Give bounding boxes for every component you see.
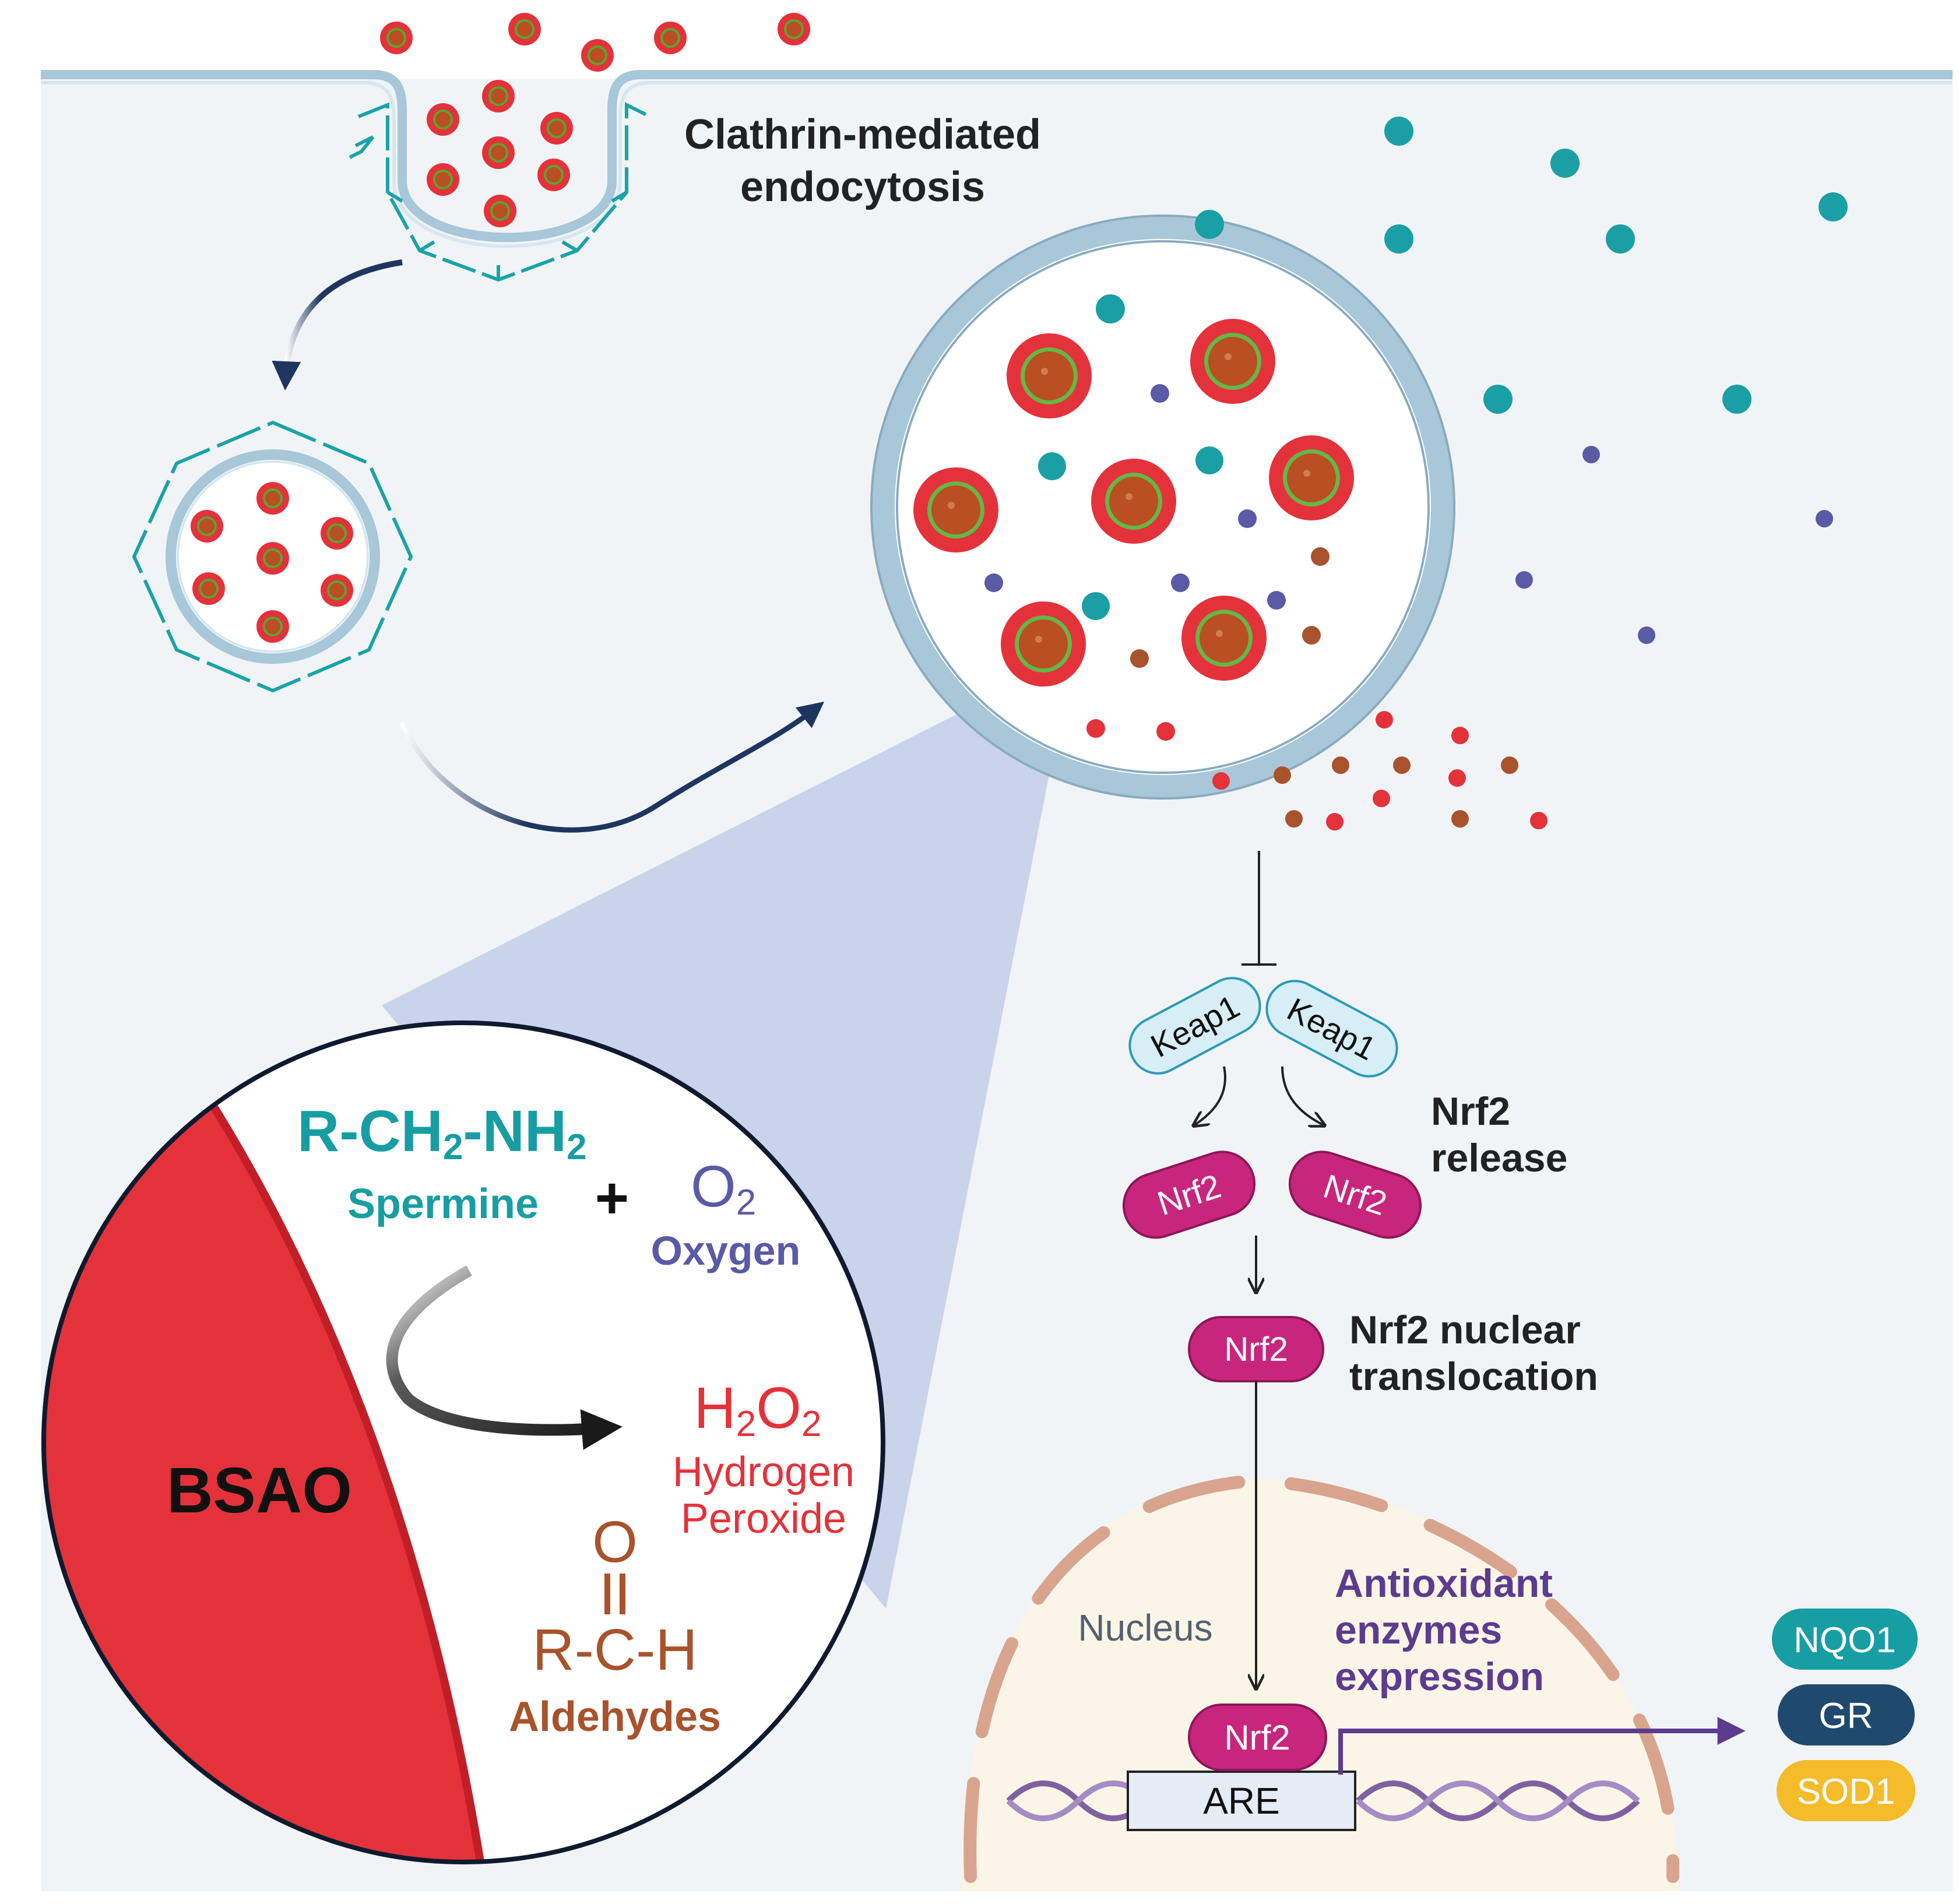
aldehyde-formula: R-C-H [532, 1617, 697, 1683]
label-endocytosis-line1: Clathrin-mediated [684, 111, 1041, 158]
enzyme-nqo1-label: NQO1 [1793, 1620, 1896, 1660]
released-products [1212, 711, 1547, 830]
amine-formula: R-CH2-NH2 [297, 1099, 587, 1167]
reaction-amine: R-CH2-NH2 Spermine [297, 1099, 587, 1227]
label-antiox-3: expression [1335, 1655, 1544, 1699]
nrf2-released-left: Nrf2 [1122, 1150, 1256, 1239]
nrf2-bound-label: Nrf2 [1224, 1718, 1290, 1757]
plus-sign: + [595, 1166, 629, 1231]
nrf2-bound: Nrf2 [1188, 1704, 1327, 1771]
aldehyde-oxygen: O [592, 1509, 638, 1575]
amine-name: Spermine [347, 1181, 539, 1227]
oxygen-name: Oxygen [651, 1228, 801, 1273]
label-bsao: BSAO [167, 1455, 352, 1526]
plasma-membrane-inner [41, 81, 1953, 248]
coated-vesicle [132, 420, 413, 693]
enzyme-sod1-label: SOD1 [1797, 1772, 1895, 1812]
endosome [870, 214, 1455, 800]
aldehyde-name: Aldehydes [509, 1694, 721, 1740]
label-translocation-2: translocation [1349, 1354, 1598, 1399]
oxygen-formula: O2 [691, 1154, 756, 1223]
plasma-membrane [41, 70, 1953, 242]
label-nucleus: Nucleus [1078, 1607, 1212, 1649]
label-endocytosis-line2: endocytosis [740, 164, 985, 210]
peroxide-formula: H2O2 [694, 1375, 822, 1444]
label-nrf2-release-2: release [1431, 1136, 1567, 1180]
arrow-expression [1338, 1717, 1746, 1775]
label-translocation-1: Nrf2 nuclear [1349, 1308, 1581, 1352]
clathrin-coated-pit [349, 80, 651, 282]
are-element: ARE [1127, 1771, 1356, 1831]
label-nrf2-release-1: Nrf2 [1431, 1089, 1510, 1134]
arrow-keap1-left [1195, 1066, 1226, 1125]
label-antiox-1: Antioxidant [1335, 1561, 1553, 1606]
arrow-keap1-right [1281, 1066, 1323, 1125]
label-antiox-2: enzymes [1335, 1608, 1502, 1652]
peroxide-name-2: Peroxide [681, 1495, 846, 1542]
reaction-oxygen: O2 Oxygen [651, 1154, 801, 1273]
product-aldehyde: O R-C-H Aldehydes [509, 1509, 721, 1740]
enzyme-sod1: SOD1 [1777, 1760, 1915, 1821]
enzyme-nqo1: NQO1 [1772, 1609, 1918, 1670]
peroxide-name-1: Hydrogen [673, 1449, 854, 1495]
reaction-arrow [386, 1265, 622, 1450]
external-nanoparticles [380, 13, 810, 72]
arrow-vesicle-to-endosome [399, 701, 825, 833]
arrow-pit-to-vesicle [272, 259, 403, 390]
are-label: ARE [1203, 1780, 1280, 1822]
enzyme-gr-label: GR [1819, 1696, 1873, 1736]
product-peroxide: H2O2 Hydrogen Peroxide [673, 1375, 854, 1542]
nrf2-released-right: Nrf2 [1288, 1150, 1422, 1239]
nrf2-translocating: Nrf2 [1188, 1316, 1324, 1382]
enzyme-gr: GR [1778, 1684, 1915, 1745]
nrf2-translocating-label: Nrf2 [1224, 1331, 1288, 1368]
free-molecules [1096, 117, 1848, 644]
